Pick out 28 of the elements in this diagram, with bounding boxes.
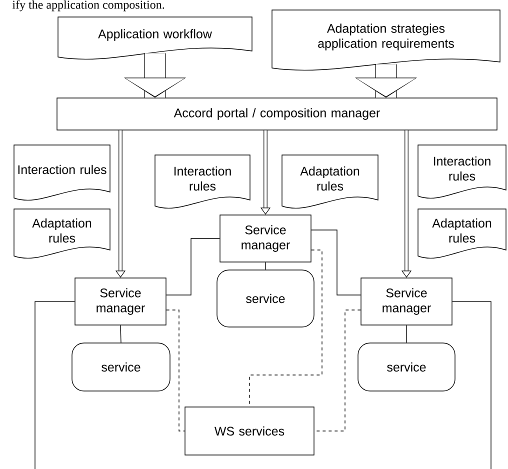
connector-line [406, 325, 407, 343]
block-arrow [355, 64, 417, 98]
service-box: service [216, 270, 314, 328]
document-box: Adaptation rules [282, 154, 378, 209]
dashed-line [166, 310, 185, 432]
text-fragment: ify the application composition. [12, 0, 164, 12]
connector-line [166, 238, 220, 296]
manager-box: WS services [184, 406, 314, 456]
document-box: Interaction rules [14, 144, 110, 201]
document-box: Interaction rules [418, 144, 506, 199]
connector-line [265, 262, 266, 270]
connector-line [34, 301, 75, 469]
block-arrow [124, 53, 186, 98]
connector-line [452, 301, 492, 469]
document-box: Adaptation rules [418, 208, 506, 259]
manager-box: Service manager [360, 278, 452, 326]
dashed-line [314, 310, 361, 432]
manager-box: Service manager [220, 214, 312, 262]
document-box: Adaptation strategies application requirements [272, 10, 500, 71]
document-box: Adaptation rules [14, 208, 110, 259]
service-box: service [358, 342, 456, 392]
manager-box: Service manager [74, 278, 166, 326]
service-box: service [72, 342, 170, 392]
dashed-line [249, 250, 322, 407]
connector-line [311, 230, 361, 296]
connector-line [120, 325, 122, 343]
document-box: Interaction rules [154, 154, 250, 209]
document-box: Application workflow [58, 16, 252, 60]
